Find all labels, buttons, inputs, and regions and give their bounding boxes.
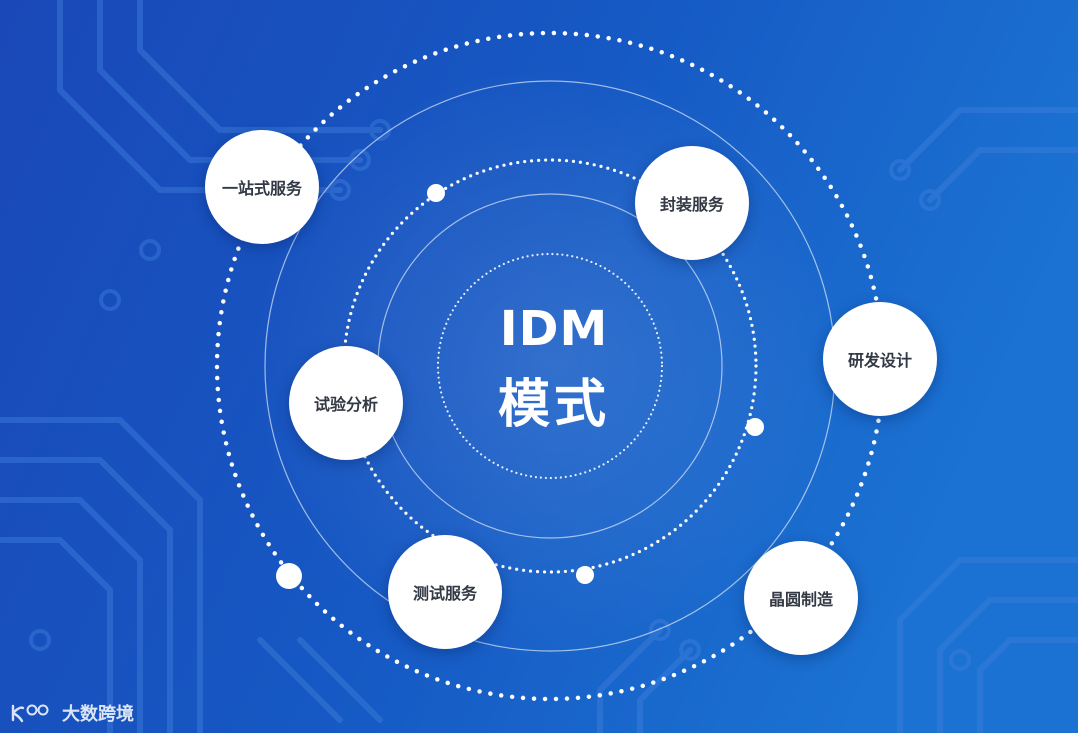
circuit-trace — [0, 457, 173, 733]
node-wafer-manufacturing[interactable]: 晶圆制造 — [744, 541, 858, 655]
circuit-trace — [257, 637, 343, 723]
circuit-pad — [919, 189, 941, 211]
circuit-trace — [937, 597, 1078, 733]
watermark: 大数跨境 — [10, 700, 134, 726]
circuit-pad — [139, 239, 161, 261]
orbit-marker-dot — [576, 566, 594, 584]
orbit-marker-dot — [427, 184, 445, 202]
node-rnd-design[interactable]: 研发设计 — [823, 302, 937, 416]
circuit-trace — [897, 557, 1078, 733]
middle-dotted-ring — [342, 158, 758, 574]
circuit-trace — [137, 0, 383, 133]
circuit-trace — [0, 497, 143, 733]
node-packaging-service[interactable]: 封装服务 — [635, 146, 749, 260]
orbit-marker-dot — [276, 563, 302, 589]
node-test-analysis[interactable]: 试验分析 — [289, 346, 403, 460]
center-title: IDM — [499, 301, 609, 357]
center-subtitle: 模式 — [497, 375, 610, 435]
circuit-trace — [0, 537, 113, 733]
watermark-text: 大数跨境 — [62, 704, 134, 725]
node-testing-service[interactable]: 测试服务 — [388, 535, 502, 649]
circuit-pad — [949, 649, 971, 671]
circuit-trace — [897, 107, 1078, 173]
circuit-pad — [889, 159, 911, 181]
orbit-markers — [276, 184, 764, 589]
circuit-trace — [977, 637, 1078, 733]
center-dotted-ring — [436, 252, 664, 480]
circuit-pad — [29, 629, 51, 651]
orbit-marker-dot — [746, 418, 764, 436]
circuit-pad — [679, 639, 701, 661]
circuit-trace — [637, 647, 693, 733]
kuajing-logo-icon — [11, 704, 49, 723]
circuit-trace — [927, 147, 1078, 203]
node-one-stop-service[interactable]: 一站式服务 — [205, 130, 319, 244]
circuit-trace — [297, 637, 383, 723]
circuit-trace — [0, 417, 203, 733]
circuit-pad — [99, 289, 121, 311]
